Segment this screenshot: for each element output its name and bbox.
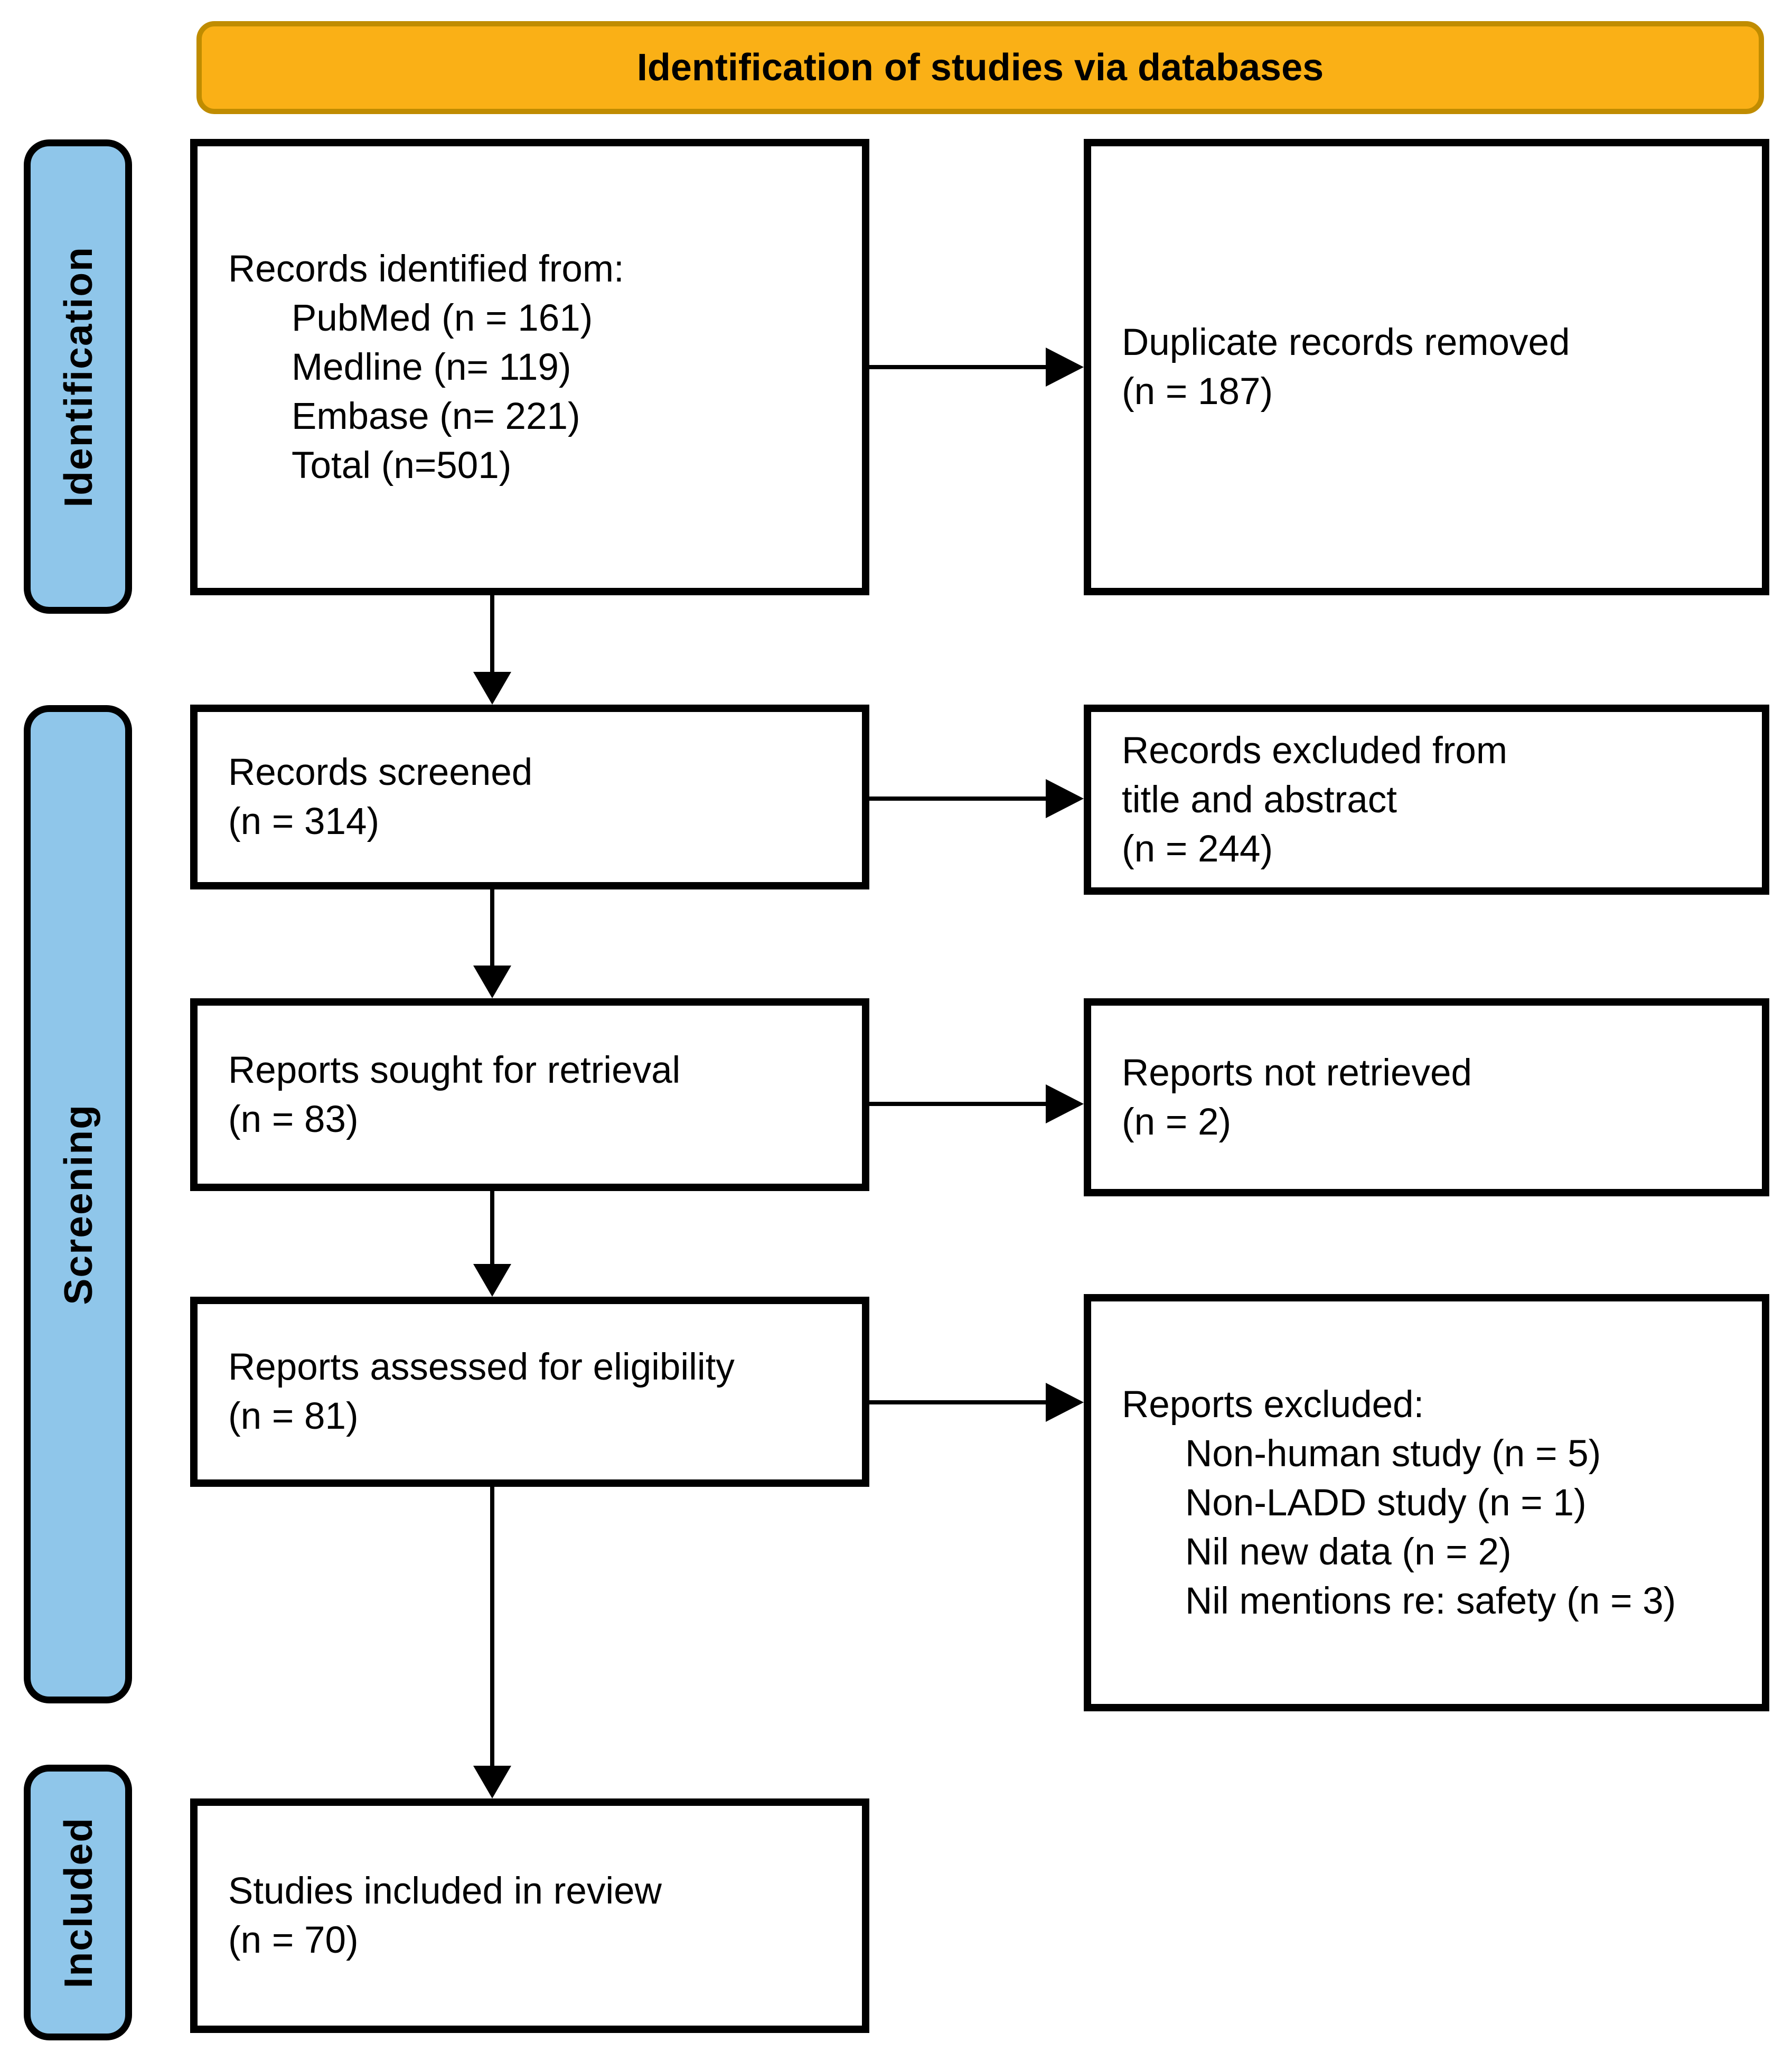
arrow-line [490,889,494,966]
text-line: Duplicate records removed [1122,322,1570,363]
stage-label: Included [55,1816,100,1989]
box-text: Reports sought for retrieval (n = 83) [198,1046,689,1144]
box-text: Reports not retrieved (n = 2) [1091,1048,1480,1147]
text-line: Reports excluded: [1122,1383,1424,1426]
text-line: Embase (n= 221) [292,395,580,437]
arrowhead-down [473,1766,511,1798]
text-line: Medline (n= 119) [292,346,571,388]
arrow-line [869,797,1046,801]
text-line: (n = 70) [228,1919,359,1961]
box-text: Studies included in review (n = 70) [198,1867,670,1965]
text-line: (n = 81) [228,1395,359,1437]
text-line: Studies included in review [228,1870,662,1912]
text-line: PubMed (n = 161) [292,297,593,339]
arrow-line [869,1102,1046,1106]
arrow-line [490,595,494,672]
text-line: Records excluded from [1122,729,1508,772]
box-text: Records screened (n = 314) [198,748,541,846]
stage-label: Identification [55,246,100,508]
box-records-excluded-title-abstract: Records excluded from title and abstract… [1084,705,1769,895]
text-line: title and abstract [1122,779,1397,821]
box-text: Duplicate records removed (n = 187) [1091,318,1578,416]
box-text: Reports excluded: Non-human study (n = 5… [1091,1380,1684,1626]
stage-screening: Screening [24,705,132,1703]
box-text: Records excluded from title and abstract… [1091,726,1516,874]
arrow-line [869,1400,1046,1404]
stage-included: Included [24,1765,132,2040]
stage-label: Screening [55,1103,100,1305]
box-reports-excluded: Reports excluded: Non-human study (n = 5… [1084,1294,1769,1711]
text-line: Reports sought for retrieval [228,1049,681,1091]
arrowhead-right [1046,1383,1084,1422]
text-line: (n = 187) [1122,371,1273,413]
text-line: Nil mentions re: safety (n = 3) [1185,1580,1676,1622]
box-duplicate-records-removed: Duplicate records removed (n = 187) [1084,139,1769,595]
text-line: Total (n=501) [292,444,512,486]
arrowhead-right [1046,779,1084,818]
text-line: Non-LADD study (n = 1) [1185,1482,1587,1524]
text-line: (n = 83) [228,1098,359,1140]
arrowhead-down [473,672,511,705]
stage-identification: Identification [24,139,132,614]
box-text: Records identified from: PubMed (n = 161… [198,245,633,490]
text-line: (n = 244) [1122,828,1273,870]
box-reports-not-retrieved: Reports not retrieved (n = 2) [1084,998,1769,1196]
arrowhead-down [473,1264,511,1297]
arrowhead-right [1046,1084,1084,1123]
box-records-screened: Records screened (n = 314) [190,705,869,889]
box-reports-sought: Reports sought for retrieval (n = 83) [190,998,869,1191]
title-banner: Identification of studies via databases [196,21,1764,114]
arrowhead-right [1046,348,1084,387]
arrow-line [490,1191,494,1264]
text-line: (n = 314) [228,801,380,842]
text-line: Records identified from: [228,248,624,290]
arrow-line [869,365,1046,369]
text-line: Non-human study (n = 5) [1185,1432,1601,1475]
banner-label: Identification of studies via databases [636,46,1324,89]
text-line: Reports not retrieved [1122,1052,1472,1094]
box-records-identified: Records identified from: PubMed (n = 161… [190,139,869,595]
box-studies-included: Studies included in review (n = 70) [190,1798,869,2033]
box-reports-assessed: Reports assessed for eligibility (n = 81… [190,1297,869,1487]
text-line: Reports assessed for eligibility [228,1346,735,1388]
text-line: Records screened [228,752,533,793]
arrow-line [490,1487,494,1766]
text-line: Nil new data (n = 2) [1185,1531,1512,1573]
arrowhead-down [473,966,511,998]
text-line: (n = 2) [1122,1101,1232,1143]
box-text: Reports assessed for eligibility (n = 81… [198,1343,743,1441]
